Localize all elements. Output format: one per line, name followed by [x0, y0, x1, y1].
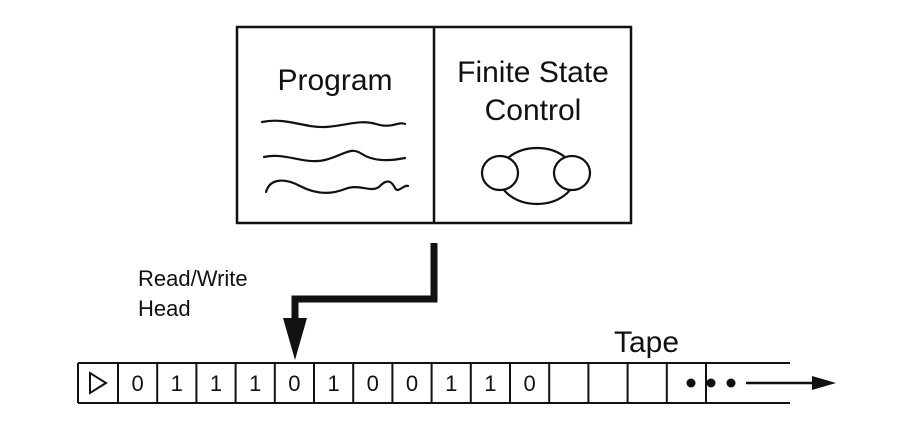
tape-label: Tape: [614, 326, 679, 359]
tape-cell-symbol: 1: [171, 371, 183, 396]
tape-extension-arrow-icon: [812, 376, 836, 390]
tape-cell-symbol: 0: [406, 371, 418, 396]
machine-box: [235, 25, 633, 225]
tape-cell-symbol: 1: [445, 371, 457, 396]
tape-cell-symbol: 1: [484, 371, 496, 396]
state-circles-icon: [480, 146, 592, 206]
read-write-head: Read/Write Head: [138, 243, 438, 360]
head-arrow-icon: [283, 318, 307, 360]
tape-cells: 0 1 1 1 0 1 0 0 1 1 0: [131, 363, 707, 403]
head-connector: [291, 243, 438, 330]
program-panel: Program: [260, 64, 410, 194]
tape-cell-symbol: 0: [131, 371, 143, 396]
tape-cell-symbol: 1: [210, 371, 222, 396]
ellipsis-dots-icon: [686, 378, 736, 388]
fsc-label-line1: Finite State: [457, 56, 609, 89]
start-triangle-icon: [89, 371, 108, 395]
tape-cell-symbol: 0: [523, 371, 535, 396]
head-label-line2: Head: [138, 296, 191, 321]
fsc-label-line2: Control: [485, 94, 582, 127]
program-label: Program: [277, 64, 392, 97]
tape-cell-symbol: 0: [288, 371, 300, 396]
tape-cell-symbol: 1: [249, 371, 261, 396]
tape-cell-symbol: 0: [367, 371, 379, 396]
finite-state-control-panel: Finite State Control: [457, 56, 609, 206]
tape-cell-symbol: 1: [327, 371, 339, 396]
tape: Tape 0 1 1 1 0 1 0 0 1 1 0: [77, 326, 836, 404]
head-label-line1: Read/Write: [138, 266, 248, 291]
program-scribble-icon: [260, 119, 410, 194]
